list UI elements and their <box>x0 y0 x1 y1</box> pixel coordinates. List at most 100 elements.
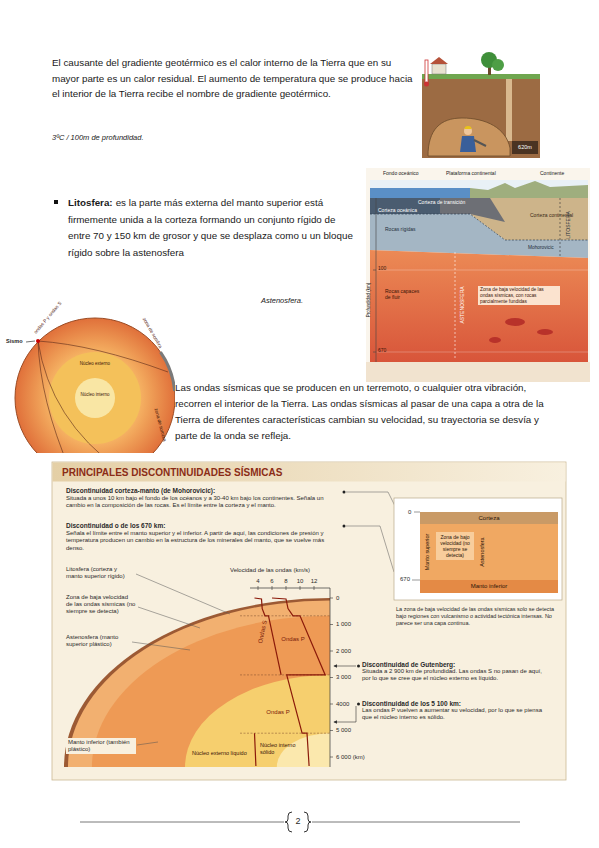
layer-label: Astenosfera (manto superior plástico) <box>66 634 118 647</box>
mine-illustration <box>422 52 540 158</box>
layer-label: Litosfera (corteza y manto superior rígi… <box>66 566 125 579</box>
curve-label-block: Ondas S <box>257 620 269 644</box>
callout-block: Discontinuidad o de los 670 km:Señala el… <box>66 522 341 552</box>
depth-label: 1 000 <box>336 621 351 627</box>
part-label-block: Corteza oceánica <box>378 207 417 213</box>
callout-block: Discontinuidad de los 5 100 km:Las ondas… <box>362 700 542 722</box>
part-label: Rocas capaces de fluir <box>385 288 419 300</box>
discontinuities-panel <box>52 462 566 780</box>
low-velocity-zone-text: Zona de bajo velocidad (no siempre se de… <box>438 534 472 558</box>
axis-title-block: Velocidad de las ondas (km/s) <box>230 567 310 574</box>
part-label-block: Rocas rígidas <box>385 226 416 232</box>
curve-label: Ondas P <box>266 709 289 715</box>
upper-mantle-band-text: Astenosfera <box>479 537 485 566</box>
depth-label-block: 1 000 <box>336 621 351 628</box>
part-label: Mohorovicic <box>528 245 554 250</box>
part-label-block: Corteza de transición <box>418 199 465 205</box>
note-block: 3ºC / 100m de profundidad. <box>52 133 144 142</box>
part-label-block: ondas P y ondas S <box>33 301 63 336</box>
paragraph-block: Las ondas sísmicas que se producen en un… <box>175 380 563 444</box>
part-label: ondas P y ondas S <box>33 301 63 335</box>
tick-label-block: 8 <box>284 578 287 585</box>
depth-label: 670 <box>400 576 410 582</box>
lower-mantle-band: Manto inferior <box>420 580 558 593</box>
callout: Discontinuidad corteza-manto (de Mohorov… <box>66 487 341 495</box>
part-label-block: Fondo oceánico <box>383 170 419 176</box>
layer-label-block: Zona de baja velocidad de las ondas sísm… <box>66 594 136 616</box>
part-label-block: zona de sombra <box>141 317 163 350</box>
depth-label: 3 000 <box>336 674 351 680</box>
part-label: Núcleo interno <box>80 392 109 397</box>
bullet-text-block: Litosfera:es la parte más externa del ma… <box>68 195 360 261</box>
axis-label: 670 <box>378 347 386 353</box>
layer-label-block: Núcleo interno sólido <box>260 742 306 755</box>
upper-mantle-band: Manto superiorAstenosferaZona de bajo ve… <box>420 524 558 580</box>
part-label: Corteza oceánica <box>378 207 417 213</box>
tick-label-block: 6 <box>270 578 273 585</box>
tick-label: 12 <box>311 578 318 584</box>
paragraph: Las ondas sísmicas que se producen en un… <box>175 382 544 441</box>
part-label-block: Núcleo interno <box>80 392 109 397</box>
depth-label-block: 4000 <box>336 701 349 708</box>
callout: Situada a 2 900 km de profundidad. Las o… <box>362 668 542 682</box>
earth-seismic-rays <box>15 318 175 453</box>
part-label: Zona de baja velocidad de las ondas sísm… <box>480 287 544 304</box>
part-label: Rocas rígidas <box>385 226 416 232</box>
curve-label: Ondas S <box>257 620 268 644</box>
part-label-block: Zona de baja velocidad de las ondas sísm… <box>478 286 560 305</box>
note-block: La zona de baja velocidad de las ondas s… <box>396 606 562 626</box>
depth-label: 2 000 <box>336 648 351 654</box>
panel-title: PRINCIPALES DISCONTINUIDADES SÍSMICAS <box>62 466 282 479</box>
depth-label: 5 000 <box>336 727 351 733</box>
layer-label: Zona de baja velocidad de las ondas sísm… <box>66 594 135 614</box>
layer-label-block: Núcleo externo líquido <box>192 750 247 757</box>
part-label: Sismo <box>6 338 23 344</box>
callout: Las ondas P vuelven a aumentar su veloci… <box>362 707 542 721</box>
axis-label-block: 100 <box>378 265 386 271</box>
bullet-text: Litosfera: <box>68 197 113 208</box>
axis-label-block: 670 <box>378 347 386 353</box>
page-number: 2 <box>295 816 300 826</box>
depth-label-block: 2 000 <box>336 648 351 655</box>
depth-label-block: 620m <box>518 144 532 151</box>
caption-note-block: Astenosfera. <box>261 296 303 305</box>
depth-label-block: 0 <box>408 509 411 516</box>
paragraph-block: El causante del gradiente geotérmico es … <box>52 55 418 102</box>
tick-label-block: 10 <box>297 578 304 585</box>
layer-label: Núcleo interno sólido <box>260 742 295 755</box>
depth-label-block: 670 <box>400 576 410 583</box>
layer-label-block: LITOSFERA <box>565 211 571 239</box>
axis-title: Velocidad de las ondas (km/s) <box>230 567 310 573</box>
leader-line <box>26 341 35 342</box>
note: 3ºC / 100m de profundidad. <box>52 133 144 142</box>
page-footer <box>80 812 520 832</box>
tick-label: 8 <box>284 578 287 584</box>
paragraph: El causante del gradiente geotérmico es … <box>52 57 413 99</box>
axis-label: 100 <box>378 265 386 271</box>
crust-band: Corteza <box>420 512 558 524</box>
layer-label: ASTENOSFERA <box>459 286 465 323</box>
tick-label-block: 4 <box>256 578 259 585</box>
layer-label-block: ASTENOSFERA <box>459 286 465 323</box>
callout-block: Discontinuidad corteza-manto (de Mohorov… <box>66 487 341 510</box>
part-label: Fondo oceánico <box>383 170 419 176</box>
part-label-block: Plataforma continental <box>446 170 496 176</box>
page-number-block: 2 <box>295 816 300 827</box>
crust-band-text: Corteza <box>420 512 558 524</box>
axis-title: Profundidad (km) <box>366 283 371 318</box>
depth-label: 620m <box>518 144 532 150</box>
callout: Discontinuidad de los 5 100 km: <box>362 700 542 707</box>
tick-label: 10 <box>297 578 304 584</box>
callout: Discontinuidad o de los 670 km: <box>66 522 341 530</box>
layer-label: Manto inferior (también plástico) <box>68 739 130 752</box>
depth-label: 6 000 (km) <box>336 754 365 760</box>
bullet <box>54 200 58 204</box>
layer-label-block: Astenosfera (manto superior plástico) <box>66 634 128 648</box>
tick-label: 6 <box>270 578 273 584</box>
lower-mantle-band-text: Manto inferior <box>420 580 558 593</box>
lithosphere-block-diagram <box>366 168 590 382</box>
depth-label-block: 6 000 (km) <box>336 754 365 761</box>
callout: Señala el límite entre el manto superior… <box>66 530 341 553</box>
callout-block: Discontinuidad de Gutenberg:Situada a 2 … <box>362 661 542 683</box>
